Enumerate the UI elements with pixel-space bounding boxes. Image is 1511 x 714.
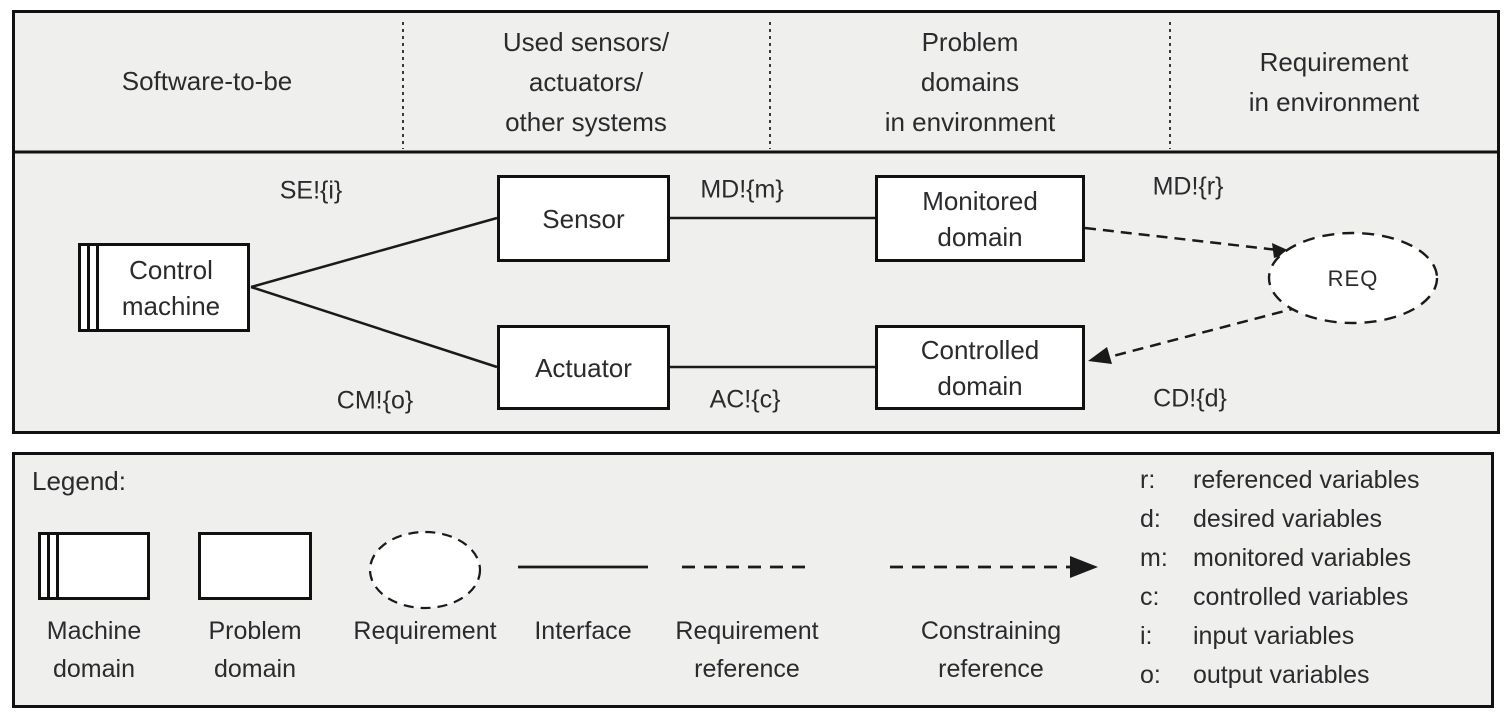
legend-title: Legend: [32, 466, 126, 496]
edge-label-se-i: SE!{i} [279, 176, 343, 205]
column-header-sensors-actuators: Used sensors/ actuators/ other systems [396, 22, 776, 142]
actuator-label: Actuator [535, 352, 632, 383]
variable-desc: controlled variables [1193, 583, 1409, 611]
constraining-reference-line [1112, 305, 1301, 358]
variable-row: i: input variables [1140, 617, 1420, 656]
legend-problem-domain-symbol [198, 532, 312, 600]
constraining-reference-arrowhead [1088, 347, 1112, 364]
column-header-text: in environment [1248, 87, 1420, 117]
legend-label-machine-domain: Machine domain [47, 612, 142, 688]
control-machine-box: Control machine [78, 243, 250, 332]
legend-label-interface: Interface [534, 612, 631, 650]
variable-row: c: controlled variables [1140, 578, 1420, 617]
legend-label-line: domain [214, 655, 296, 683]
legend-constraining-arrowhead [1070, 556, 1098, 578]
sensor-box: Sensor [497, 175, 670, 262]
legend-label-line: reference [938, 655, 1044, 683]
legend-label-line: Problem [208, 617, 302, 645]
legend-label-requirement: Requirement [353, 612, 496, 650]
req-label: REQ [1327, 266, 1379, 291]
legend-label-line: reference [694, 655, 800, 683]
requirement-ellipse [1267, 231, 1439, 325]
legend-label-line: Requirement [353, 617, 497, 645]
legend-label-line: Interface [534, 617, 632, 645]
variable-desc: referenced variables [1193, 466, 1420, 494]
legend-label-line: Constraining [920, 617, 1062, 645]
machine-stripe-icon [56, 535, 59, 597]
machine-stripe-icon [47, 535, 50, 597]
variable-desc: desired variables [1193, 505, 1382, 533]
control-machine-label: Control [129, 254, 213, 285]
variable-key: r: [1140, 466, 1156, 494]
controlled-domain-label: Controlled [920, 334, 1040, 365]
column-header-requirement: Requirement in environment [1174, 42, 1494, 122]
legend-label-requirement-reference: Requirement reference [675, 612, 818, 688]
column-header-text: actuators/ [528, 67, 644, 97]
machine-stripe-icon [96, 246, 99, 329]
column-header-text: in environment [884, 107, 1056, 137]
controlled-domain-box: Controlled domain [875, 325, 1085, 410]
column-header-text: other systems [505, 107, 667, 137]
monitored-domain-label: Monitored [922, 185, 1038, 216]
variable-key: i: [1140, 622, 1153, 650]
interface-control-actuator [250, 285, 498, 369]
monitored-domain-label: domain [937, 221, 1023, 252]
legend-label-line: domain [53, 655, 135, 683]
variable-desc: output variables [1193, 661, 1370, 689]
legend-label-line: Requirement [675, 617, 819, 645]
variable-row: d: desired variables [1140, 500, 1420, 539]
column-header-problem-domains: Problem domains in environment [780, 22, 1160, 142]
sensor-label: Sensor [542, 203, 625, 234]
machine-stripe-icon [87, 246, 90, 329]
variable-key: m: [1140, 544, 1168, 572]
variables-list: r: referenced variables d: desired varia… [1140, 461, 1420, 695]
actuator-box: Actuator [497, 325, 670, 410]
legend-label-constraining-reference: Constraining reference [921, 612, 1061, 688]
legend-label-problem-domain: Problem domain [208, 612, 301, 688]
control-machine-label: machine [121, 290, 221, 321]
column-header-text: Software-to-be [121, 66, 293, 96]
edge-label-md-r: MD!{r} [1152, 172, 1224, 201]
requirement-reference-line [1084, 226, 1279, 252]
variable-desc: monitored variables [1193, 544, 1412, 572]
variable-desc: input variables [1193, 622, 1355, 650]
variable-key: c: [1140, 583, 1160, 611]
monitored-domain-box: Monitored domain [875, 175, 1085, 262]
column-header-text: domains [920, 67, 1020, 97]
legend-label-line: Machine [46, 617, 142, 645]
column-header-text: Used sensors/ [502, 27, 670, 57]
controlled-domain-label: domain [937, 370, 1023, 401]
requirement-reference-arrowhead [1272, 243, 1292, 258]
variable-row: m: monitored variables [1140, 539, 1420, 578]
edge-label-md-m: MD!{m} [700, 175, 784, 204]
column-header-text: Requirement [1259, 47, 1409, 77]
variable-key: d: [1140, 505, 1161, 533]
variable-row: o: output variables [1140, 656, 1420, 695]
legend-machine-domain-symbol [38, 532, 150, 600]
edge-label-cd-d: CD!{d} [1153, 384, 1227, 413]
interface-control-sensor [250, 216, 498, 289]
edge-label-ac-c: AC!{c} [709, 385, 781, 414]
variable-row: r: referenced variables [1140, 461, 1420, 500]
edge-label-cm-o: CM!{o} [336, 386, 414, 415]
column-header-text: Problem [921, 27, 1019, 57]
column-header-software-to-be: Software-to-be [17, 61, 397, 101]
variable-key: o: [1140, 661, 1161, 689]
legend-requirement-ellipse [368, 530, 482, 610]
main-diagram-panel [12, 10, 1500, 434]
